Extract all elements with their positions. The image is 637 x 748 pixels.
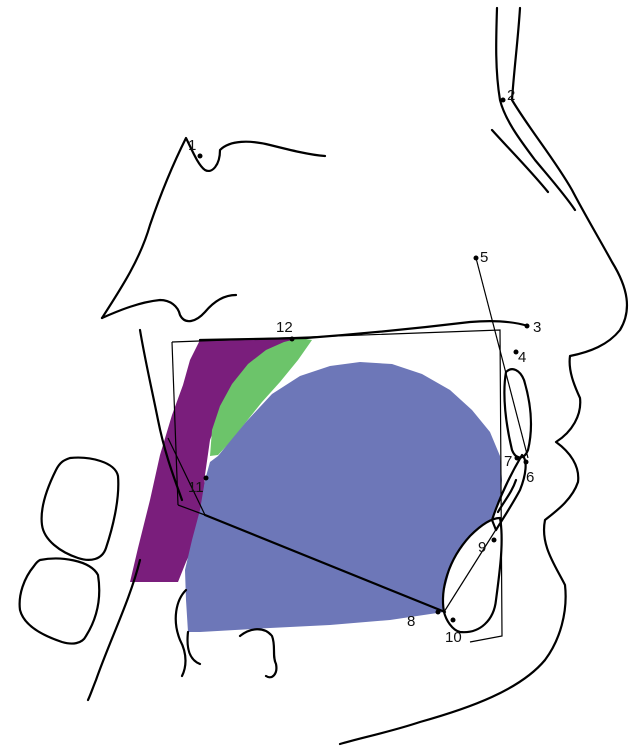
landmark-label-1: 1 xyxy=(188,137,196,154)
mandible-lower-border xyxy=(188,632,201,664)
landmark-dot-12 xyxy=(290,337,295,342)
hyoid-bone xyxy=(240,629,276,677)
vertebra-c3 xyxy=(20,559,100,644)
landmark-label-2: 2 xyxy=(507,87,515,104)
hyoid-contour xyxy=(176,590,186,676)
landmark-label-6: 6 xyxy=(526,469,534,486)
landmark-dot-7 xyxy=(515,456,520,461)
landmark-label-9: 9 xyxy=(478,539,486,556)
landmark-dot-10 xyxy=(451,618,456,623)
pterygoid-contour xyxy=(102,295,236,321)
landmark-label-7: 7 xyxy=(504,453,512,470)
landmark-dot-11 xyxy=(204,476,209,481)
anterior-cranial-contour xyxy=(102,138,325,318)
landmark-dot-1 xyxy=(198,154,203,159)
landmark-label-10: 10 xyxy=(445,629,462,646)
landmark-label-11: 11 xyxy=(188,479,204,496)
nasal-bone-line xyxy=(496,8,575,210)
landmark-label-4: 4 xyxy=(518,349,526,366)
landmark-dot-6 xyxy=(524,460,529,465)
vertebra-c2 xyxy=(42,458,119,560)
landmark-dot-2 xyxy=(501,98,506,103)
landmark-dot-3 xyxy=(525,324,530,329)
landmark-dot-9 xyxy=(492,538,497,543)
landmark-dot-5 xyxy=(474,256,479,261)
landmark-label-3: 3 xyxy=(533,319,541,336)
landmark-label-5: 5 xyxy=(480,249,488,266)
landmark-label-12: 12 xyxy=(276,319,293,336)
landmark-label-8: 8 xyxy=(407,613,415,630)
landmark-dot-8 xyxy=(436,610,441,615)
